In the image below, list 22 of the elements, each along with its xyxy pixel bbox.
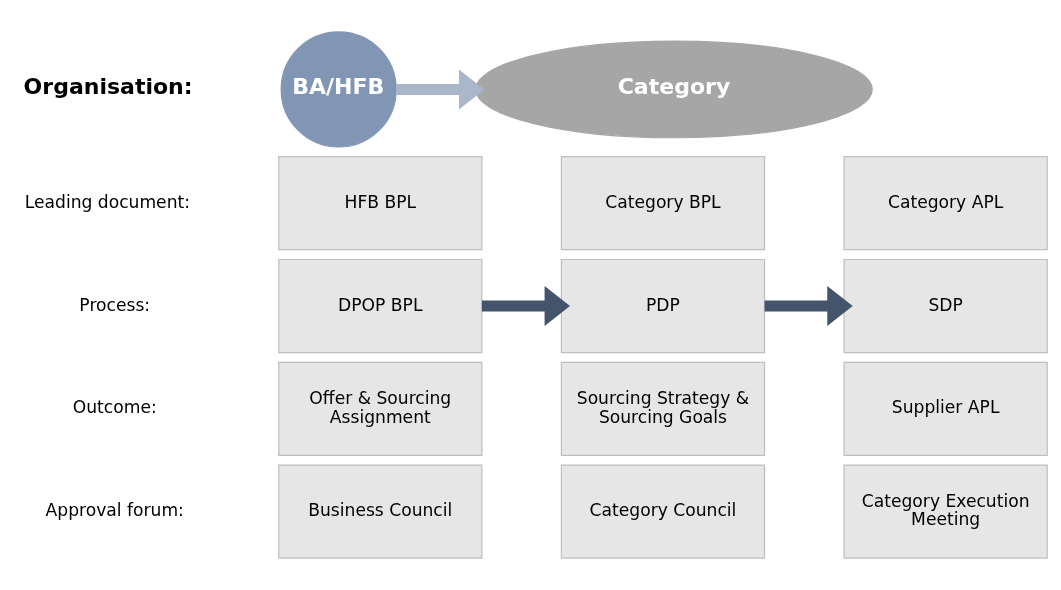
label: Organisation: <box>23 73 193 99</box>
arrow <box>764 286 853 327</box>
node-box: SDP <box>843 258 1048 354</box>
node-box: HFB BPL <box>278 156 483 251</box>
node-box: DPOP BPL <box>278 258 483 354</box>
node-box: Category Council <box>560 464 766 559</box>
node-box: Category APL <box>843 156 1048 251</box>
node-box: Sourcing Strategy & Sourcing Goals <box>560 361 766 456</box>
arrow <box>481 286 570 327</box>
arrow <box>396 69 485 110</box>
node-box: Business Council <box>278 464 483 559</box>
node-circle: BA/HFB <box>280 31 397 148</box>
label: Process: <box>79 294 151 315</box>
node-ellipse: Category <box>475 40 873 139</box>
label: Leading document: <box>24 191 191 212</box>
node-box: Category BPL <box>560 156 766 251</box>
node-box: PDP <box>560 258 766 354</box>
label: Outcome: <box>72 397 157 418</box>
label: Approval forum: <box>45 500 184 521</box>
node-box: Offer & Sourcing Assignment <box>278 361 483 456</box>
node-box: Category Execution Meeting <box>843 464 1048 559</box>
node-box: Supplier APL <box>843 361 1048 456</box>
